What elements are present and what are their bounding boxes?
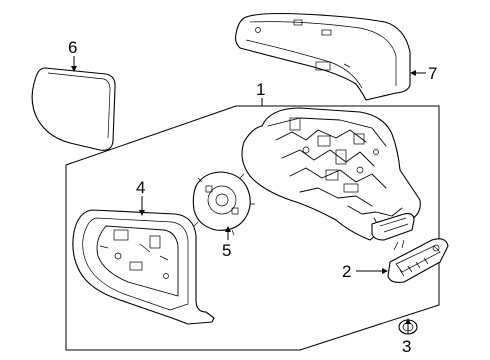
part-1-mirror-housing	[241, 107, 421, 251]
callout-2: 2	[342, 262, 351, 281]
callout-4: 4	[136, 178, 145, 197]
callout-5: 5	[222, 241, 231, 260]
leader-3-arrow	[405, 318, 411, 324]
callout-3: 3	[402, 337, 411, 356]
leader-7-arrow	[410, 70, 416, 76]
assembly-outline	[65, 105, 440, 351]
part-5-actuator-plate	[192, 171, 255, 236]
part-2-connector-bracket	[387, 238, 449, 283]
leader-5-arrow	[225, 226, 231, 232]
leader-2-arrow	[382, 268, 388, 274]
callout-6: 6	[68, 38, 77, 57]
leader-4-arrow	[139, 210, 145, 216]
callout-1: 1	[256, 80, 265, 99]
part-7-mirror-cover	[234, 12, 411, 101]
leader-6-arrow	[71, 66, 77, 72]
part-4-mirror-frame	[72, 209, 215, 325]
part-6-mirror-glass	[31, 67, 116, 151]
callout-7: 7	[428, 64, 437, 83]
leader-lines	[71, 56, 426, 334]
